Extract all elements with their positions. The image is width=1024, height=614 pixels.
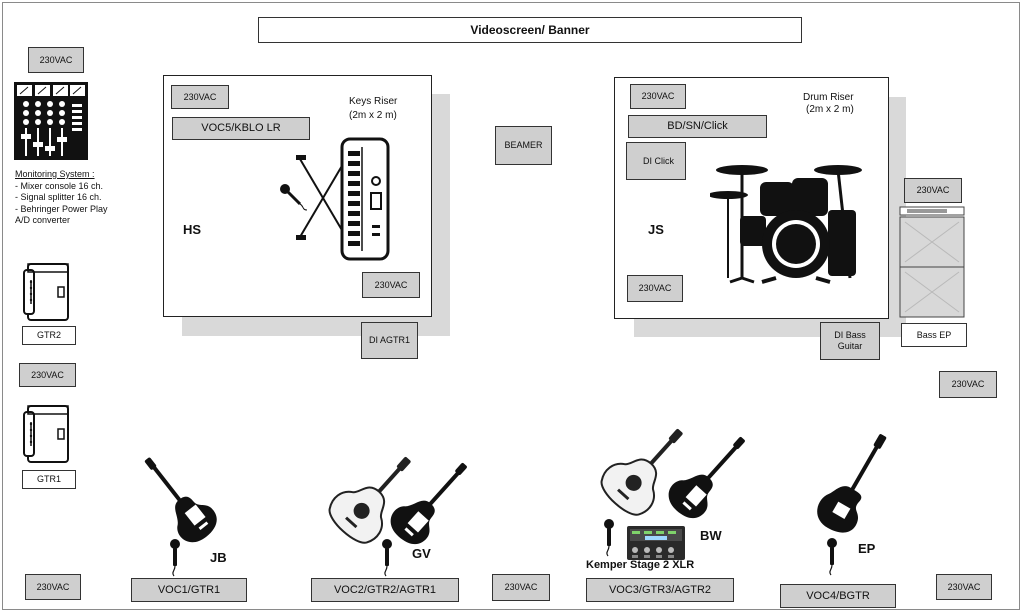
microphone-icon [380,538,394,578]
guitar-amp-icon [22,262,72,322]
mixer-console-icon [14,82,88,160]
musician-bw-label: BW [700,528,722,543]
power-outlet-drums-top: 230VAC [630,84,686,109]
ep-channel-label: VOC4/BGTR [780,584,896,608]
monitoring-item: - Mixer console 16 ch. [15,180,104,191]
power-outlet-keys-bottom: 230VAC [362,272,420,298]
microphone-icon [602,518,616,558]
power-outlet-bass-amp: 230VAC [904,178,962,203]
drum-kit-icon [710,165,862,284]
di-bass-box: DI Bass Guitar [820,322,880,360]
musician-gv-label: GV [412,546,431,561]
gtr1-amp-label: GTR1 [22,470,76,489]
drum-riser-size: (2m x 2 m) [806,104,854,115]
microphone-icon [280,184,308,211]
microphone-icon [168,538,182,578]
musician-hs-label: HS [183,222,202,237]
keys-riser-size: (2m x 2 m) [349,110,397,121]
gv-channel-label: VOC2/GTR2/AGTR1 [311,578,459,602]
power-outlet-left-bottom: 230VAC [25,574,81,600]
musician-ep-label: EP [858,541,876,556]
bass-amp-label: Bass EP [901,323,967,347]
drum-channel-label: BD/SN/Click [628,115,767,138]
power-outlet-right-bottom: 230VAC [936,574,992,600]
power-outlet-center: 230VAC [492,574,550,601]
keys-riser-title: Keys Riser [349,96,398,107]
kemper-label: Kemper Stage 2 XLR [586,559,695,571]
kemper-profiler-icon [627,526,685,560]
monitoring-item: - Behringer Power Play [15,203,108,214]
microphone-icon [825,537,839,577]
power-outlet-gtr2: 230VAC [19,363,76,387]
power-outlet-drums-bottom: 230VAC [627,275,683,302]
musician-js-label: JS [648,222,664,237]
musician-jb-label: JB [210,550,227,565]
keys-channel-label: VOC5/KBLO LR [172,117,310,140]
keyboard-stand-icon [296,137,390,261]
power-outlet-bass-stage: 230VAC [939,371,997,398]
monitoring-item: - Signal splitter 16 ch. [15,192,102,202]
gtr2-amp-label: GTR2 [22,326,76,345]
di-agtr1-box: DI AGTR1 [361,322,418,359]
guitar-amp-icon [22,404,72,464]
videoscreen-banner: Videoscreen/ Banner [258,17,802,43]
monitoring-title: Monitoring System : [15,169,95,179]
bw-channel-label: VOC3/GTR3/AGTR2 [586,578,734,602]
beamer-box: BEAMER [495,126,552,165]
monitoring-item: A/D converter [15,215,71,225]
power-outlet-keys-top: 230VAC [171,85,229,109]
drum-riser-title: Drum Riser [803,92,854,103]
monitoring-system-notes: Monitoring System : - Mixer console 16 c… [15,169,108,227]
jb-channel-label: VOC1/GTR1 [131,578,247,602]
di-click-box: DI Click [626,142,686,180]
bass-amp-icon [899,206,965,318]
power-outlet-mixer: 230VAC [28,47,84,73]
